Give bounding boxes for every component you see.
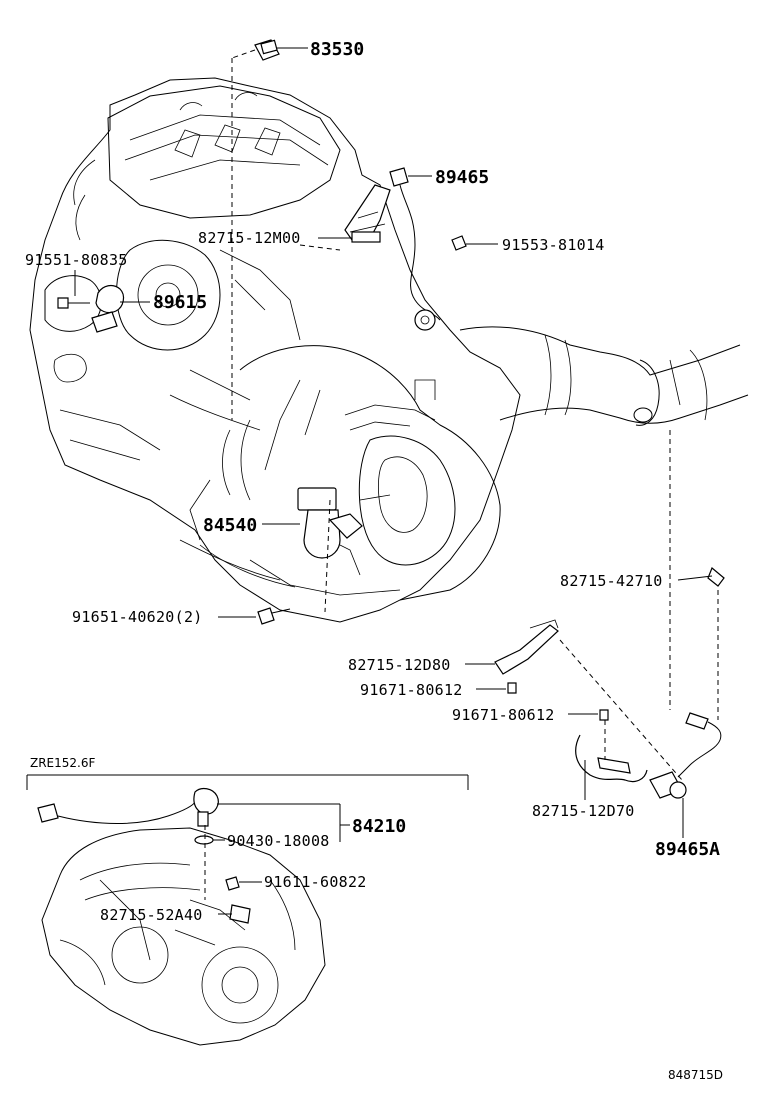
label-89465: 89465 (435, 167, 489, 188)
label-91671-80612-lower: 91671-80612 (452, 706, 555, 724)
inset-panel (26, 774, 469, 1046)
label-84540: 84540 (203, 515, 257, 536)
label-89615: 89615 (153, 292, 207, 313)
engine-transaxle-illustration (29, 39, 749, 625)
label-82715-12D70: 82715-12D70 (532, 802, 635, 820)
label-82715-12M00: 82715-12M00 (198, 229, 301, 247)
label-91551-80835: 91551-80835 (25, 251, 128, 269)
leader-lines (74, 47, 713, 838)
inset-title: ZRE152.6F (30, 756, 95, 770)
label-83530: 83530 (310, 39, 364, 60)
figure-code: 848715D (668, 1068, 723, 1082)
label-91553-81014: 91553-81014 (502, 236, 605, 254)
dashed-reference-lines (231, 49, 719, 781)
label-89465A: 89465A (655, 839, 720, 860)
label-91611-60822: 91611-60822 (264, 873, 367, 891)
label-82715-52A40: 82715-52A40 (100, 906, 203, 924)
label-82715-42710: 82715-42710 (560, 572, 663, 590)
label-90430-18008: 90430-18008 (227, 832, 330, 850)
label-91671-80612-upper: 91671-80612 (360, 681, 463, 699)
label-82715-12D80: 82715-12D80 (348, 656, 451, 674)
right-brackets-illustration (494, 567, 725, 799)
label-84210: 84210 (352, 816, 406, 837)
label-91651-40620: 91651-40620(2) (72, 608, 203, 626)
